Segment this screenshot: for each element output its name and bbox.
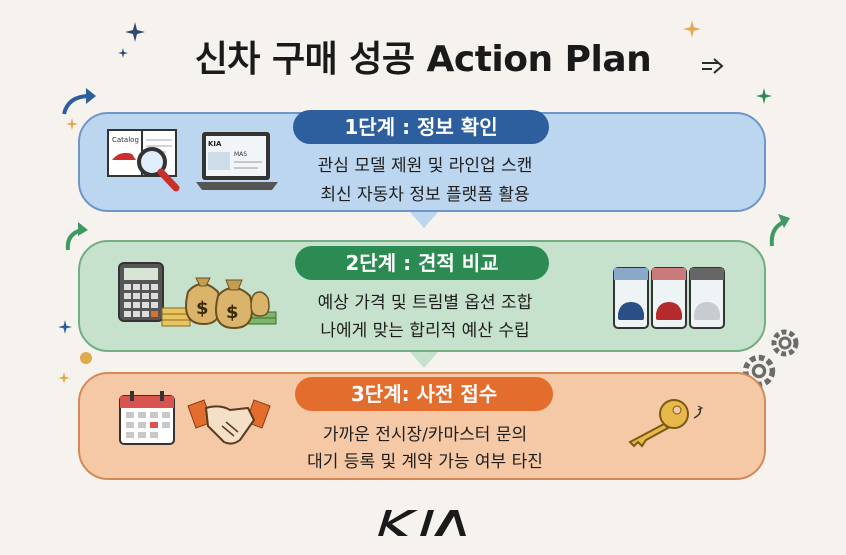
handshake-icon [187,399,271,445]
sparkle-icon [66,118,78,130]
step-1-line-1: 관심 모델 제원 및 라인업 스캔 [317,156,533,176]
down-arrow-icon [410,212,438,228]
catalog-magnifier-icon: Catalog [107,129,180,192]
sparkle-icon [756,88,772,104]
sparkle-icon [125,22,145,42]
svg-text:$: $ [196,298,209,319]
curved-arrow-icon [769,214,790,247]
kia-logo [378,510,466,536]
gear-icon [771,329,799,357]
sparkle-icon [58,372,70,384]
step-2-label: 2단계 : 견적 비교 [295,246,549,280]
sparkle-icon [118,48,128,58]
step-2-line-1: 예상 가격 및 트림별 옵션 조합 [317,293,533,313]
calendar-icon [119,391,175,445]
down-arrow-icon [410,352,438,368]
sparkle-icon [58,320,72,334]
key-icon [628,399,704,448]
calculator-icon [118,262,164,322]
step-1-line-2: 최신 자동차 정보 플랫폼 활용 [320,185,530,205]
sparkle-icon [683,20,701,38]
curved-arrow-icon [62,88,96,115]
step-2-line-2: 나에게 맞는 합리적 예산 수립 [320,321,530,341]
step-3-label: 3단계: 사전 접수 [295,377,553,411]
laptop-logo-text: KIA [208,140,222,148]
money-bags-icon: $ $ [161,277,277,330]
step-3-line-2: 대기 등록 및 계약 가능 여부 타진 [307,452,543,472]
laptop-icon: KIA MAS [196,132,278,190]
car-trims-icon [613,267,725,329]
svg-text:$: $ [226,302,239,323]
step-1-label: 1단계 : 정보 확인 [293,110,549,144]
step-3-line-1: 가까운 전시장/카마스터 문의 [322,425,528,445]
page-title: 신차 구매 성공 Action Plan [194,39,652,80]
curved-arrow-icon [65,222,88,251]
catalog-label: Catalog [112,136,139,144]
laptop-screen-text: MAS [234,151,247,158]
forward-arrow-icon [702,58,724,74]
dot-icon [80,352,92,364]
